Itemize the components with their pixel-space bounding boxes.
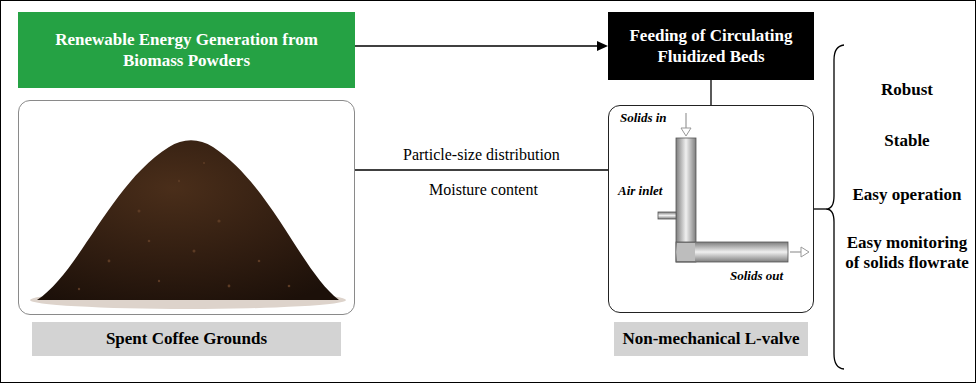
benefit-text: Easy monitoring of solids flowrate	[842, 233, 972, 274]
arrowhead	[597, 41, 608, 51]
bracket-leader	[814, 208, 826, 209]
solids-in-arrow	[685, 113, 686, 129]
edge-note: Moisture content	[429, 180, 538, 199]
caption-patch: Spent Coffee Grounds	[32, 322, 341, 356]
solids-out-arrowhead	[801, 247, 809, 257]
photo-frame	[18, 100, 355, 315]
box-text: Feeding of Circulating Fluidized Beds	[620, 25, 802, 68]
connector-line	[355, 169, 608, 170]
solids-in-arrowhead	[681, 128, 691, 136]
caption-patch: Non-mechanical L-valve	[614, 322, 808, 356]
air-inlet-stub	[658, 212, 676, 219]
coffee-panel: Spent Coffee Grounds	[18, 100, 355, 356]
coffee-illustration	[19, 101, 354, 314]
connector	[711, 80, 712, 105]
feeding-box: Feeding of Circulating Fluidized Beds	[608, 12, 814, 80]
energy-box: Renewable Energy Generation from Biomass…	[18, 12, 355, 88]
part-label: Solids in	[620, 110, 667, 126]
benefit-text: Stable	[842, 131, 972, 151]
horizontal-leg	[676, 242, 788, 262]
benefit-text: Easy operation	[842, 185, 972, 205]
connector	[355, 41, 608, 51]
standpipe	[676, 138, 696, 262]
connector-line	[710, 80, 711, 105]
caption-text: Spent Coffee Grounds	[106, 329, 267, 349]
box-text: Renewable Energy Generation from Biomass…	[30, 29, 343, 72]
coffee-speckles	[78, 162, 291, 290]
curly-bracket	[826, 45, 844, 369]
l-valve-panel: Non-mechanical L-valve Solids in Air inlet…	[608, 105, 814, 356]
pipe-elbow	[677, 243, 695, 261]
edge-label: Particle-size distribution	[401, 146, 562, 164]
part-label: Air inlet	[618, 183, 662, 199]
caption-text: Non-mechanical L-valve	[622, 329, 799, 349]
connector-line	[355, 45, 598, 46]
benefit-text: Robust	[842, 80, 972, 100]
solids-out-arrow	[790, 251, 802, 252]
coffee-pile	[37, 140, 339, 300]
part-label: Solids out	[730, 268, 783, 284]
connector	[355, 170, 608, 171]
